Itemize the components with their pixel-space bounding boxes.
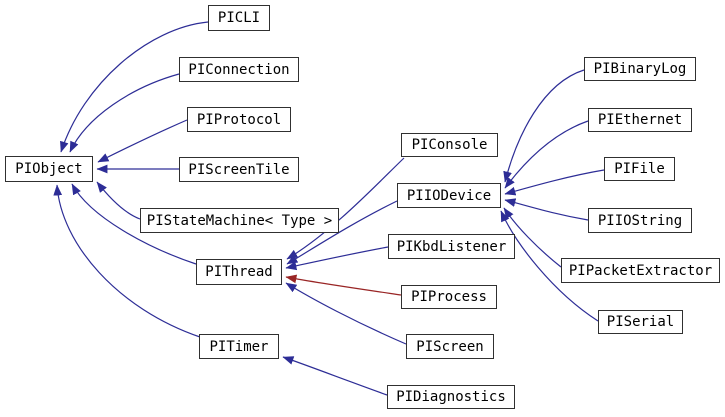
- edge-PIConsole-to-PIThread: [286, 157, 405, 260]
- class-node-PIPacketExtractor[interactable]: PIPacketExtractor: [561, 258, 720, 283]
- class-label: PIScreen: [416, 338, 484, 355]
- class-label: PIObject: [15, 161, 83, 177]
- class-node-PIEthernet[interactable]: PIEthernet: [588, 108, 692, 132]
- class-label: PIPacketExtractor: [568, 262, 713, 279]
- class-node-PIProcess[interactable]: PIProcess: [401, 285, 497, 309]
- class-node-PISerial[interactable]: PISerial: [598, 310, 683, 334]
- edge-PIThread-to-PIObject: [71, 183, 197, 265]
- edge-PIIODevice-to-PIThread: [286, 200, 398, 265]
- class-label: PIScreenTile: [188, 161, 290, 178]
- edge-PIStateMachine-to-PIObject: [96, 181, 141, 220]
- class-node-PIObject[interactable]: PIObject: [5, 156, 93, 182]
- class-node-PIProtocol[interactable]: PIProtocol: [187, 107, 291, 132]
- class-label: PIProcess: [411, 289, 487, 305]
- class-node-PIFile[interactable]: PIFile: [604, 157, 675, 181]
- edge-PIKbdListener-to-PIThread: [285, 246, 389, 271]
- class-node-PICLI[interactable]: PICLI: [208, 5, 270, 31]
- class-label: PIFile: [614, 161, 665, 177]
- class-label: PIStateMachine< Type >: [146, 212, 333, 229]
- class-label: PIConsole: [411, 137, 488, 153]
- class-node-PIDiagnostics[interactable]: PIDiagnostics: [387, 385, 515, 409]
- class-node-PIIODevice[interactable]: PIIODevice: [397, 183, 501, 208]
- edge-PIEthernet-to-PIIODevice: [504, 120, 589, 189]
- class-node-PIConsole[interactable]: PIConsole: [401, 133, 498, 157]
- class-label: PIConnection: [188, 61, 290, 78]
- edge-PIDiagnostics-to-PITimer: [282, 356, 388, 396]
- class-label: PIIOString: [597, 212, 683, 229]
- class-node-PIIOString[interactable]: PIIOString: [588, 208, 692, 233]
- class-node-PITimer[interactable]: PITimer: [199, 334, 279, 359]
- class-label: PIIODevice: [406, 187, 492, 204]
- class-node-PIKbdListener[interactable]: PIKbdListener: [388, 234, 515, 259]
- edge-PIConnection-to-PIObject: [69, 73, 180, 153]
- class-node-PIConnection[interactable]: PIConnection: [179, 57, 299, 82]
- class-label: PIProtocol: [196, 111, 282, 128]
- class-label: PIBinaryLog: [593, 61, 687, 77]
- class-label: PISerial: [606, 314, 675, 330]
- edge-PIScreen-to-PIThread: [285, 282, 407, 345]
- class-node-PIThread[interactable]: PIThread: [196, 259, 282, 285]
- class-node-PIScreenTile[interactable]: PIScreenTile: [179, 157, 299, 182]
- edge-PIBinaryLog-to-PIIODevice: [503, 69, 585, 183]
- class-node-PIStateMachine[interactable]: PIStateMachine< Type >: [140, 208, 339, 233]
- edge-PIProcess-to-PIThread: [285, 274, 402, 296]
- class-label: PITimer: [209, 338, 269, 355]
- class-label: PIThread: [205, 264, 273, 280]
- edge-PISerial-to-PIIODevice: [500, 210, 599, 322]
- edge-PIIOString-to-PIIODevice: [504, 198, 589, 221]
- edge-PITimer-to-PIObject: [53, 184, 201, 338]
- edge-PIFile-to-PIIODevice: [504, 169, 605, 196]
- edge-PIProtocol-to-PIObject: [97, 119, 188, 163]
- class-label: PIEthernet: [597, 112, 683, 128]
- class-node-PIScreen[interactable]: PIScreen: [406, 334, 494, 359]
- edge-PICLI-to-PIObject: [60, 21, 209, 153]
- class-label: PIDiagnostics: [396, 389, 506, 405]
- class-label: PICLI: [217, 10, 261, 26]
- class-node-PIBinaryLog[interactable]: PIBinaryLog: [584, 57, 696, 81]
- class-label: PIKbdListener: [396, 238, 507, 255]
